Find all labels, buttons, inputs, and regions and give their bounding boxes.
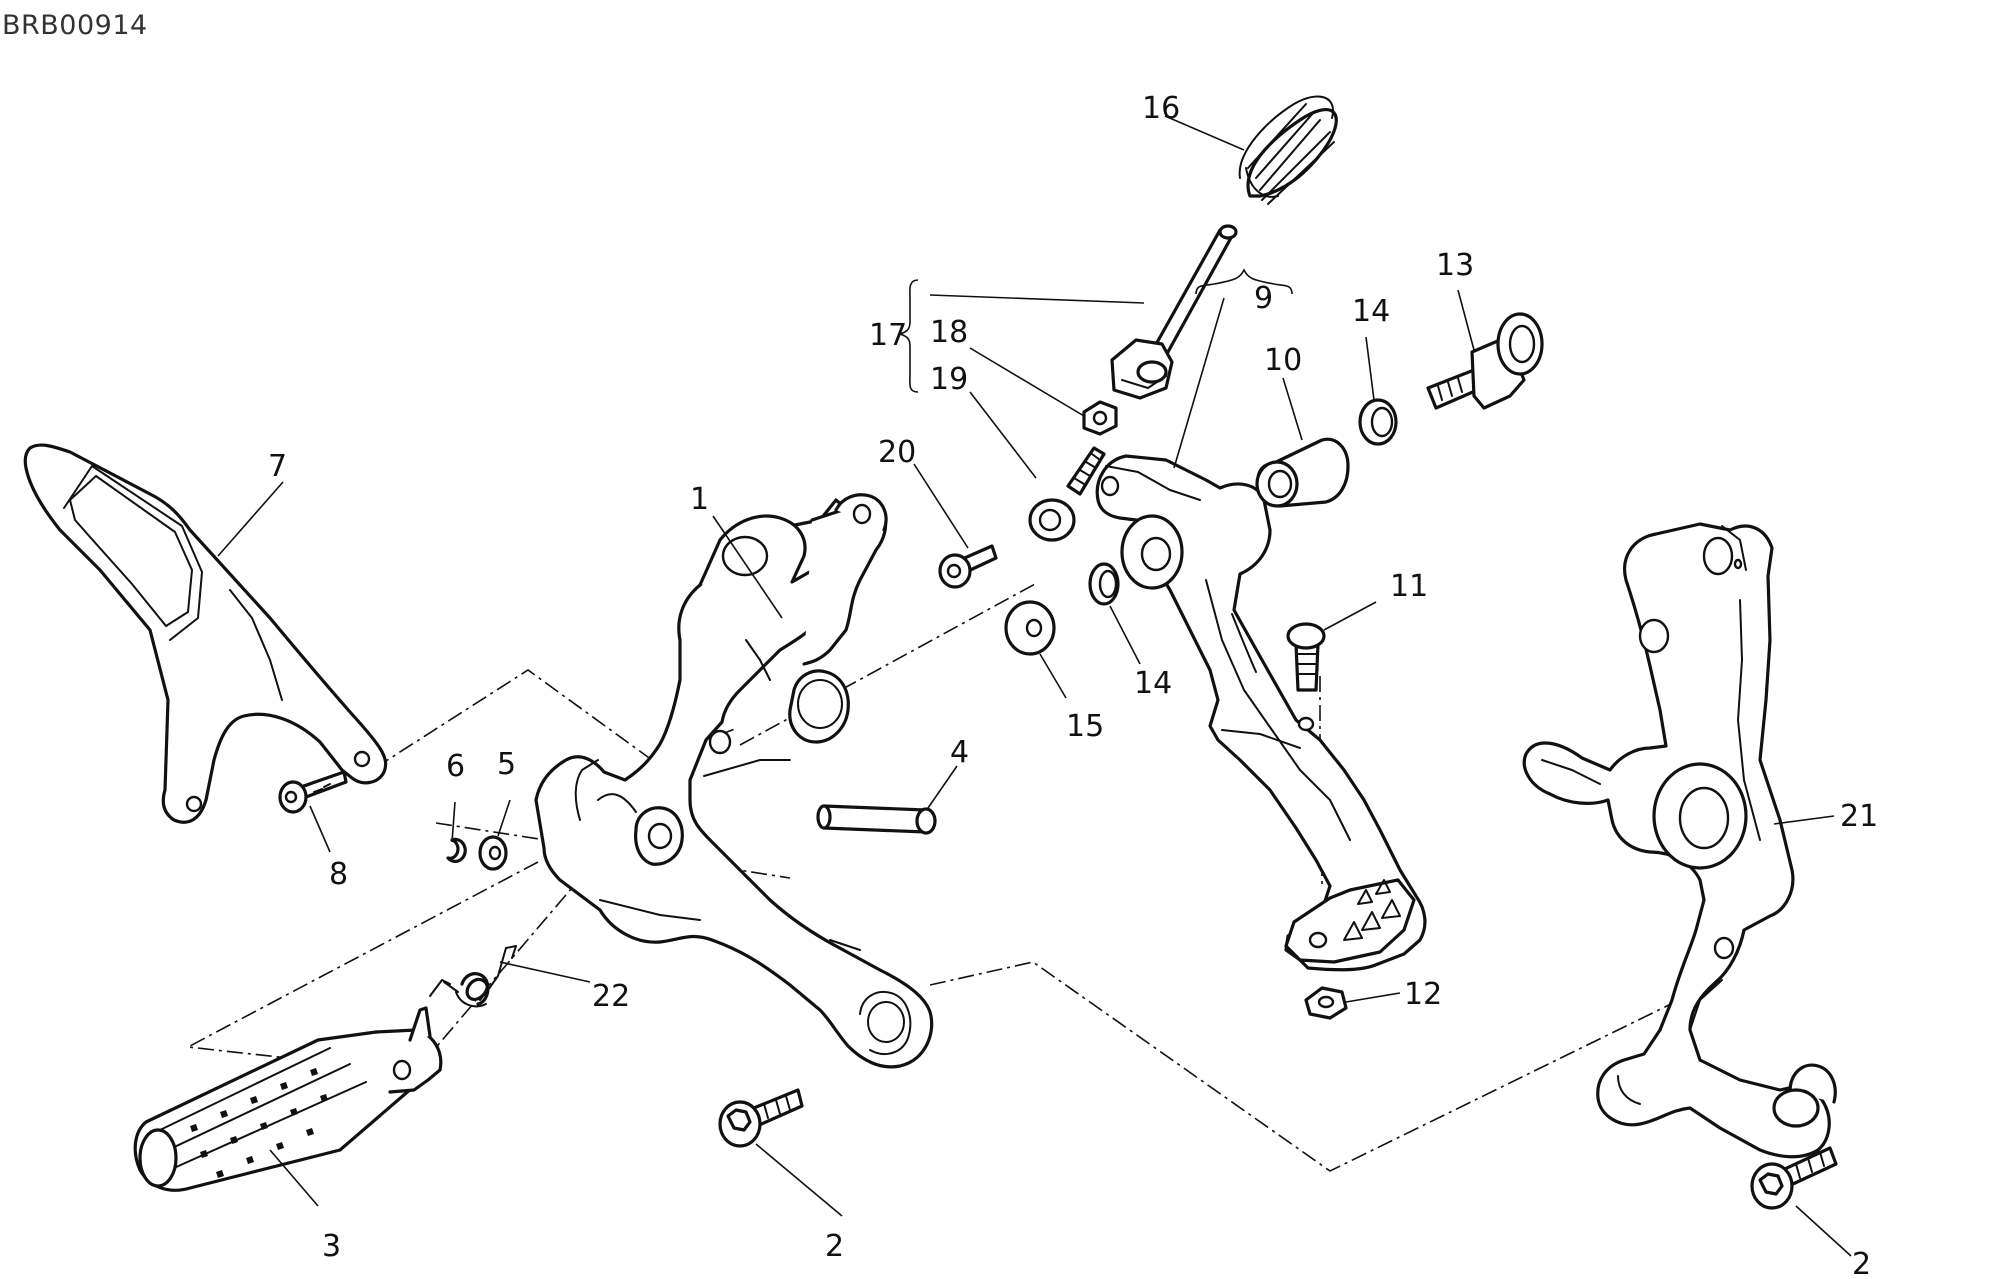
- part-7-heel-guard: [23, 443, 388, 824]
- callout-10: 10: [1264, 343, 1302, 378]
- part-21-passenger-bracket: [1522, 522, 1837, 1159]
- part-22-spring: [429, 945, 517, 1008]
- callout-15: 15: [1066, 709, 1104, 744]
- leader-lines: [217, 115, 1852, 1257]
- callout-8: 8: [329, 857, 348, 892]
- part-2-bolt-right: [1750, 1146, 1838, 1210]
- part-5-washer: [478, 835, 508, 871]
- callout-9: 9: [1254, 281, 1273, 316]
- callout-6: 6: [446, 749, 465, 784]
- part-17-rod: [1110, 224, 1238, 400]
- callout-11: 11: [1390, 569, 1428, 604]
- part-18-nut: [1082, 400, 1118, 436]
- callout-4: 4: [950, 735, 969, 770]
- callout-18: 18: [930, 315, 968, 350]
- callout-17: 17: [869, 318, 907, 353]
- callout-2-centre: 2: [825, 1229, 844, 1264]
- callout-16: 16: [1142, 91, 1180, 126]
- callout-3: 3: [322, 1229, 341, 1264]
- part-14-oring-upper: [1358, 398, 1398, 446]
- callout-numbers: 16 9 17 18 19 13 14 10 20 1 7 11 14 15 4…: [268, 91, 1878, 1279]
- callout-22: 22: [592, 979, 630, 1014]
- callout-7: 7: [268, 449, 287, 484]
- part-13-pivot-bolt: [1426, 312, 1544, 410]
- part-9-lever: [1095, 454, 1427, 972]
- part-19-rod-end: [1028, 446, 1106, 542]
- part-15-washer: [1004, 600, 1056, 656]
- part-16-spring: [1238, 95, 1338, 205]
- part-4-pivot-pin: [816, 804, 937, 835]
- callout-2-right: 2: [1852, 1247, 1871, 1279]
- callout-14-upper: 14: [1352, 294, 1390, 329]
- part-11-screw: [1286, 622, 1326, 692]
- part-1-footpeg-bracket: [534, 493, 934, 1069]
- part-8-screw: [278, 770, 348, 814]
- part-6-circlip: [446, 837, 467, 863]
- brace-9: [1195, 268, 1293, 295]
- callout-12: 12: [1404, 977, 1442, 1012]
- part-2-bolt-centre: [718, 1088, 804, 1148]
- drawing-code: BRB00914: [2, 10, 148, 41]
- callout-1: 1: [690, 482, 709, 517]
- part-20-bolt: [938, 544, 998, 589]
- part-12-nut: [1304, 986, 1348, 1020]
- callout-14-lower: 14: [1134, 666, 1172, 701]
- callout-21: 21: [1840, 799, 1878, 834]
- callout-5: 5: [497, 747, 516, 782]
- callout-20: 20: [878, 435, 916, 470]
- part-3-footpeg: [133, 1006, 443, 1192]
- part-14-oring-lower: [1088, 562, 1120, 606]
- brace-17: [897, 279, 919, 393]
- part-10-bushing: [1255, 437, 1350, 508]
- callout-13: 13: [1436, 248, 1474, 283]
- callout-19: 19: [930, 362, 968, 397]
